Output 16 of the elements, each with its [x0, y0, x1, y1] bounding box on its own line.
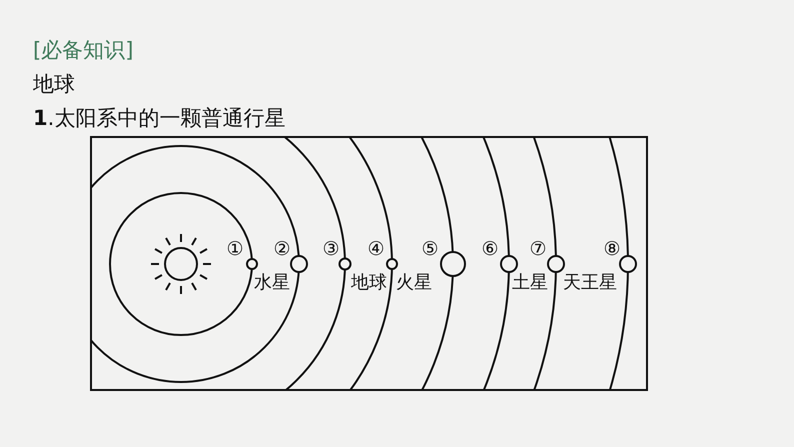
planet-name: 土星: [512, 274, 548, 292]
subheading: 1.太阳系中的一颗普通行星: [33, 108, 286, 129]
planet-name: 天王星: [563, 274, 617, 292]
planet-name: 水星: [254, 274, 290, 292]
callout-number: ⑦: [529, 240, 547, 259]
callout-number: ⑧: [603, 240, 621, 259]
section-heading: [必备知识]: [33, 40, 134, 61]
planet-name: 火星: [396, 274, 432, 292]
callout-number: ②: [273, 240, 291, 259]
topic-heading: 地球: [33, 74, 75, 95]
callout-number: ⑥: [481, 240, 499, 259]
callout-number: ④: [367, 240, 385, 259]
planet-name: 地球: [351, 274, 387, 292]
callout-number: ③: [322, 240, 340, 259]
callout-number: ①: [226, 240, 244, 259]
callout-number: ⑤: [421, 240, 439, 259]
